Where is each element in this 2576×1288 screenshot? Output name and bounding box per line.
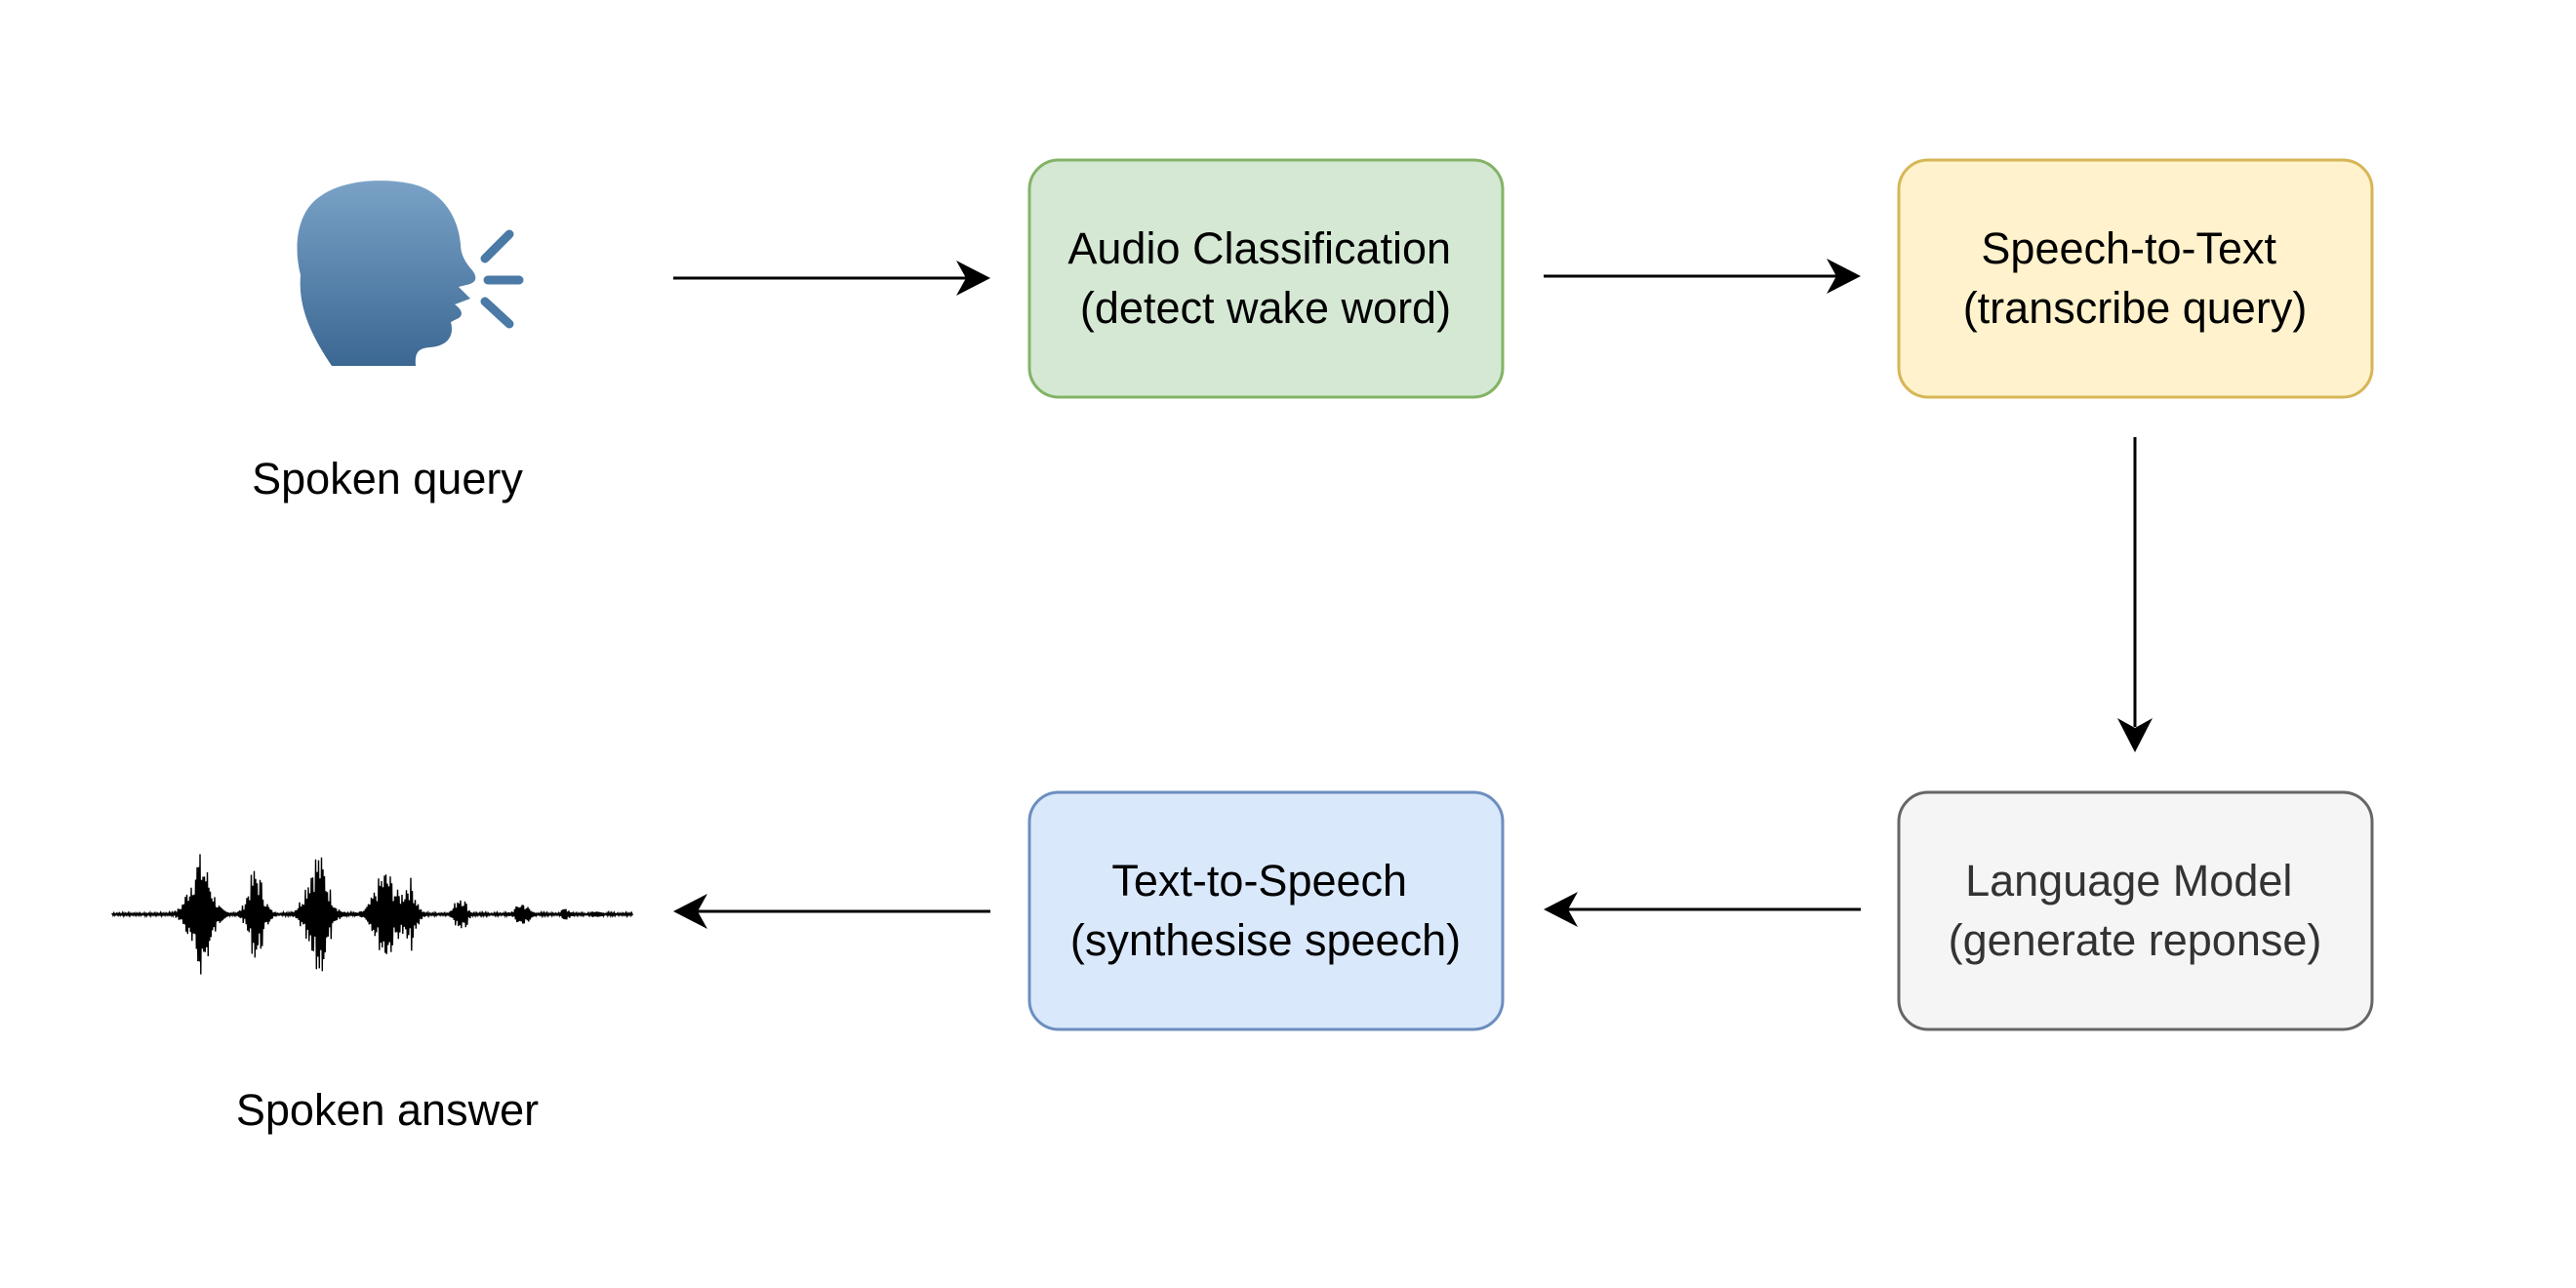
edges <box>673 259 2153 929</box>
svg-text:Text-to-Speech (synthesi: Text-to-Speech (synthesise speech) <box>1070 856 1461 965</box>
svg-text:Audio Classification (de: Audio Classification (detect wake word) <box>1067 223 1463 333</box>
language-model-node: Language Model (generate reponse) <box>1897 790 2374 1031</box>
text-to-speech-title: Text-to-Speech <box>1111 856 1407 906</box>
audio-classification-title: Audio Classification <box>1067 223 1451 273</box>
svg-text:Speech-to-Text (transcri: Speech-to-Text (transcribe query) <box>1963 223 2308 333</box>
speech-to-text-title: Speech-to-Text <box>1981 223 2276 273</box>
language-model-title: Language Model <box>1965 856 2292 906</box>
svg-text:Language Model (generate: Language Model (generate reponse) <box>1949 856 2322 965</box>
language-model-subtitle: (generate reponse) <box>1949 915 2322 965</box>
waveform-path <box>111 854 633 975</box>
speech-to-text-node: Speech-to-Text (transcribe query) <box>1897 158 2374 399</box>
arrow-language-model-to-text-to-speech <box>1544 892 1861 927</box>
text-to-speech-subtitle: (synthesise speech) <box>1070 915 1461 965</box>
waveform-icon <box>111 854 633 975</box>
input-caption: Spoken query <box>252 454 523 503</box>
arrow-input-to-audio-classification <box>673 261 990 296</box>
arrow-audio-classification-to-speech-to-text <box>1544 259 1861 294</box>
speaking-head-icon <box>297 181 524 366</box>
text-to-speech-node: Text-to-Speech (synthesise speech) <box>1027 790 1505 1031</box>
output-caption: Spoken answer <box>236 1085 539 1135</box>
audio-classification-subtitle: (detect wake word) <box>1080 283 1451 333</box>
speech-to-text-subtitle: (transcribe query) <box>1963 283 2308 333</box>
audio-classification-node: Audio Classification (detect wake word) <box>1027 158 1505 399</box>
arrow-text-to-speech-to-output <box>673 894 990 929</box>
arrow-speech-to-text-to-language-model <box>2117 437 2153 752</box>
